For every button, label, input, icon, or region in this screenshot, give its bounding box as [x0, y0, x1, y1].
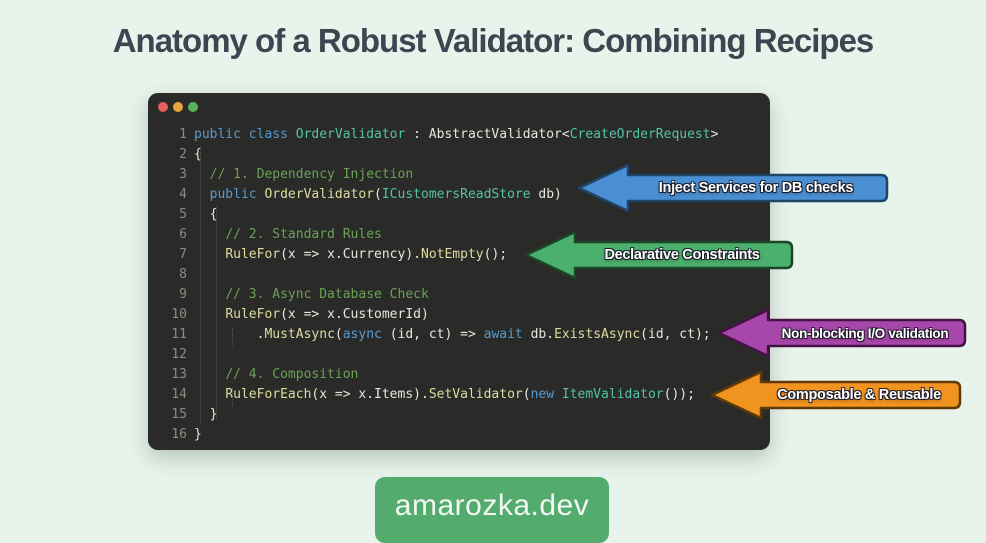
code-line: 2{ — [160, 145, 766, 165]
code-line: 11 .MustAsync(async (id, ct) => await db… — [160, 325, 766, 345]
window-titlebar[interactable] — [148, 93, 770, 117]
code-line: 12 — [160, 345, 766, 365]
line-number: 11 — [171, 327, 187, 342]
code-text: } — [194, 407, 218, 422]
code-text: // 4. Composition — [225, 367, 359, 382]
code-text: RuleFor(x => x.Currency).NotEmpty(); — [225, 247, 508, 262]
code-text: { — [194, 207, 218, 222]
zoom-dot[interactable] — [188, 102, 198, 112]
code-text: RuleForEach(x => x.Items).SetValidator(n… — [225, 387, 695, 402]
traffic-lights — [158, 102, 198, 112]
site-badge[interactable]: amarozka.dev — [375, 477, 609, 543]
code-text: public OrderValidator(ICustomersReadStor… — [209, 187, 562, 202]
page-title: Anatomy of a Robust Validator: Combining… — [112, 22, 875, 59]
code-line: 3 // 1. Dependency Injection — [160, 165, 766, 185]
line-number: 13 — [171, 367, 187, 382]
code-line: 1 public class OrderValidator : AbstractV… — [160, 125, 766, 145]
line-number: 16 — [171, 427, 187, 442]
code-line: 4 public OrderValidator(ICustomersReadSt… — [160, 185, 766, 205]
indent-guide — [232, 328, 233, 346]
code-text: RuleFor(x => x.CustomerId) — [225, 307, 429, 322]
line-number: 7 — [179, 247, 187, 262]
code-text: } — [194, 427, 202, 442]
code-line: 8 — [160, 265, 766, 285]
code-text: { — [194, 147, 202, 162]
code-line: 7 RuleFor(x => x.Currency).NotEmpty(); — [160, 245, 766, 265]
code-line: 14 RuleForEach(x => x.Items).SetValidato… — [160, 385, 766, 405]
line-number: 6 — [179, 227, 187, 242]
code-line: 10 RuleFor(x => x.CustomerId) — [160, 305, 766, 325]
indent-guide — [216, 207, 217, 419]
annotation-label: Composable & Reusable — [777, 387, 941, 403]
annotation-label: Non-blocking I/O validation — [781, 325, 949, 341]
code-line: 6 // 2. Standard Rules — [160, 225, 766, 245]
code-text: public class OrderValidator : AbstractVa… — [194, 127, 719, 142]
code-text: // 2. Standard Rules — [225, 227, 382, 242]
line-number: 3 — [179, 167, 187, 182]
line-number: 15 — [171, 407, 187, 422]
minimize-dot[interactable] — [173, 102, 183, 112]
line-number: 5 — [179, 207, 187, 222]
line-number: 9 — [179, 287, 187, 302]
line-number: 2 — [179, 147, 187, 162]
line-number: 12 — [171, 347, 187, 362]
line-number: 8 — [179, 267, 187, 282]
code-text: .MustAsync(async (id, ct) => await db.Ex… — [194, 327, 711, 342]
indent-guide — [200, 147, 201, 423]
site-badge-label: amarozka.dev — [394, 489, 590, 522]
code-line: 15 } — [160, 405, 766, 425]
line-number: 1 — [179, 127, 187, 142]
indent-guide — [232, 388, 233, 406]
code-line: 16} — [160, 425, 766, 445]
code-line: 13 // 4. Composition — [160, 365, 766, 385]
code-lines: 1 public class OrderValidator : AbstractV… — [160, 125, 766, 445]
code-line: 5 { — [160, 205, 766, 225]
code-text: // 3. Async Database Check — [225, 287, 429, 302]
code-editor-window: 1 public class OrderValidator : AbstractV… — [148, 93, 770, 450]
line-number: 4 — [179, 187, 187, 202]
line-number: 10 — [171, 307, 187, 322]
code-text: // 1. Dependency Injection — [209, 167, 414, 182]
close-dot[interactable] — [158, 102, 168, 112]
line-number: 14 — [171, 387, 187, 402]
code-line: 9 // 3. Async Database Check — [160, 285, 766, 305]
